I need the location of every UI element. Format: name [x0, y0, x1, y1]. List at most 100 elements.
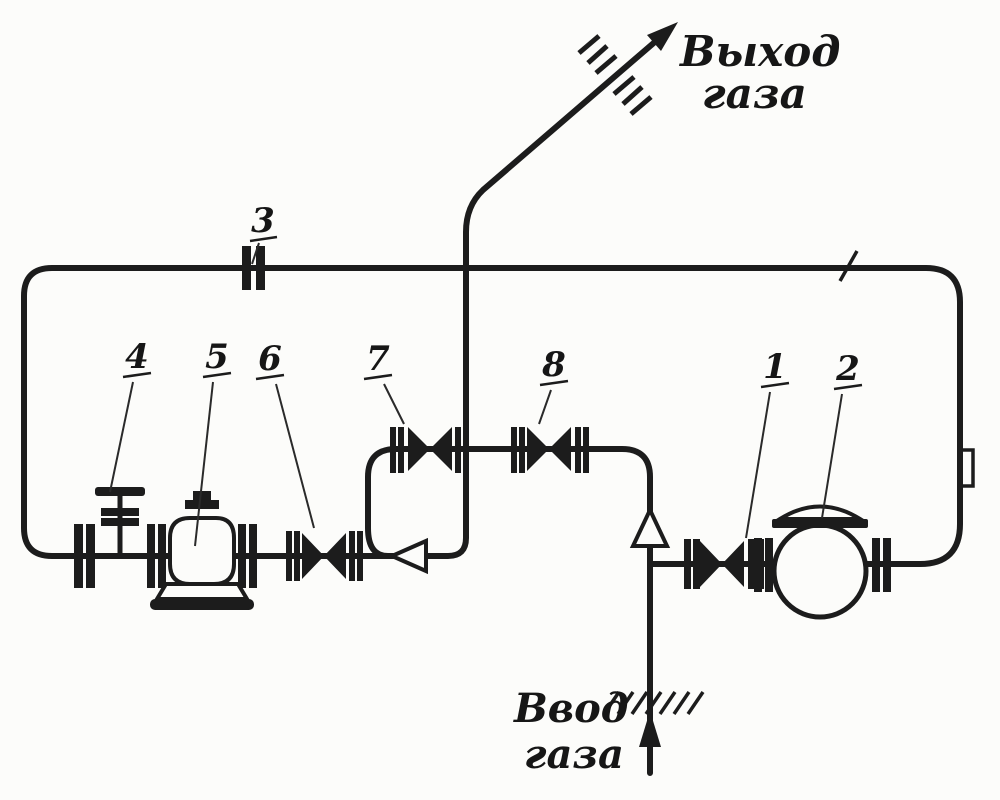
leader-line: [194, 381, 214, 547]
hatch-mark: [621, 85, 644, 106]
leader-line: [275, 383, 315, 529]
flange-bar: [249, 524, 257, 588]
valve-bowtie: [527, 427, 571, 471]
flange-bar: [74, 524, 83, 588]
flange-bar: [455, 427, 461, 473]
hatch-mark: [644, 691, 663, 715]
flange-bar: [754, 538, 762, 592]
hatch-mark: [686, 691, 705, 715]
regulator-pilot: [95, 487, 145, 556]
number-underline: [539, 379, 569, 387]
bypass-valve-left: [390, 427, 461, 473]
number-underline: [255, 373, 285, 381]
number-underline: [202, 371, 232, 379]
number-underline: [122, 371, 152, 379]
flange-bar: [398, 427, 404, 473]
callout-3: 3: [249, 201, 278, 265]
hatch-mark: [630, 691, 649, 715]
flange-bar: [765, 538, 773, 592]
callout-number: 3: [251, 201, 275, 241]
callout-number: 4: [125, 337, 149, 377]
regulator-outlet-valve: [286, 531, 363, 581]
flange-bar: [294, 531, 300, 581]
flange-bar: [575, 427, 581, 473]
callout-2: 2: [821, 349, 863, 519]
number-underline: [249, 235, 278, 243]
hatch-mark: [602, 691, 621, 715]
filter-lid-dome: [773, 504, 867, 521]
callout-number: 1: [763, 347, 787, 387]
hatch-mark: [577, 34, 601, 55]
hatch-mark: [594, 54, 618, 75]
ground-hatching-inlet: [602, 691, 705, 715]
flange-bar: [86, 524, 95, 588]
hatch-mark: [586, 44, 609, 65]
leader-line: [821, 393, 843, 519]
outlet-label: Выход газа: [679, 27, 841, 118]
flange-bar: [693, 539, 700, 589]
callout-5: 5: [194, 337, 232, 547]
slope-tick-mark: [838, 250, 859, 282]
hatch-mark: [616, 691, 635, 715]
flange-bar: [158, 524, 166, 588]
pressure-regulator: [74, 487, 257, 610]
insulating-flange-joint: [242, 246, 265, 290]
flange-bar: [242, 246, 251, 290]
inlet-valve: [684, 539, 764, 589]
outlet-flow-arrowhead: [647, 22, 678, 51]
leader-line: [383, 383, 405, 425]
check-valve-symbol: [387, 537, 428, 575]
leader-line: [251, 242, 260, 265]
flange-bar: [147, 524, 155, 588]
flange-bar: [390, 427, 396, 473]
callout-number: 8: [541, 345, 566, 385]
regulator-outlet-pipe: [77, 38, 659, 559]
hatch-mark: [672, 691, 691, 715]
filter-lid-plate: [772, 519, 868, 528]
leader-line: [538, 389, 552, 425]
flange-bar: [583, 427, 589, 473]
pipes: [21, 38, 963, 776]
number-underline: [363, 373, 393, 381]
inlet-label-line2: газа: [524, 731, 624, 778]
wall-hatching-outlet: [577, 34, 653, 116]
number-underline: [833, 383, 863, 391]
outlet-label-line2: газа: [702, 69, 807, 118]
flange-bar: [357, 531, 363, 581]
regulator-membrane-bell: [153, 582, 251, 601]
regulator-base-plate: [150, 599, 254, 610]
flange-bar: [286, 531, 292, 581]
flange-bar: [748, 539, 755, 589]
callout-7: 7: [363, 339, 405, 425]
callout-number: 6: [258, 339, 282, 379]
valve-bowtie: [700, 541, 744, 587]
flange-bar: [349, 531, 355, 581]
filter-body: [771, 522, 869, 620]
callout-4: 4: [109, 337, 152, 493]
valve-bowtie: [302, 533, 346, 579]
regulator-top-cap: [185, 500, 219, 509]
callout-1: 1: [745, 347, 790, 539]
pilot-handle-bar: [95, 487, 145, 496]
bypass-valve-right: [511, 427, 589, 473]
flange-bar: [519, 427, 525, 473]
valve-bowtie: [408, 427, 452, 471]
gas-filter: [754, 504, 891, 620]
pilot-flange-disc: [101, 508, 139, 516]
flange-bar: [872, 538, 880, 592]
inlet-label: Ввод газа: [513, 685, 629, 778]
callout-8: 8: [538, 345, 569, 425]
hatch-mark: [612, 75, 636, 96]
inlet-flow-arrowhead: [639, 711, 661, 747]
pilot-flange-disc: [101, 518, 139, 526]
bypass-left-elbow-pipe: [365, 446, 409, 559]
outlet-label-line1: Выход: [679, 27, 841, 76]
main-loop-pipe: [21, 265, 963, 567]
flange-bar: [883, 538, 891, 592]
flange-bar: [511, 427, 517, 473]
riser-flow-direction-arrow: [629, 505, 671, 548]
callout-number: 2: [835, 349, 860, 389]
flange-bar: [256, 246, 265, 290]
leader-line: [745, 391, 771, 539]
